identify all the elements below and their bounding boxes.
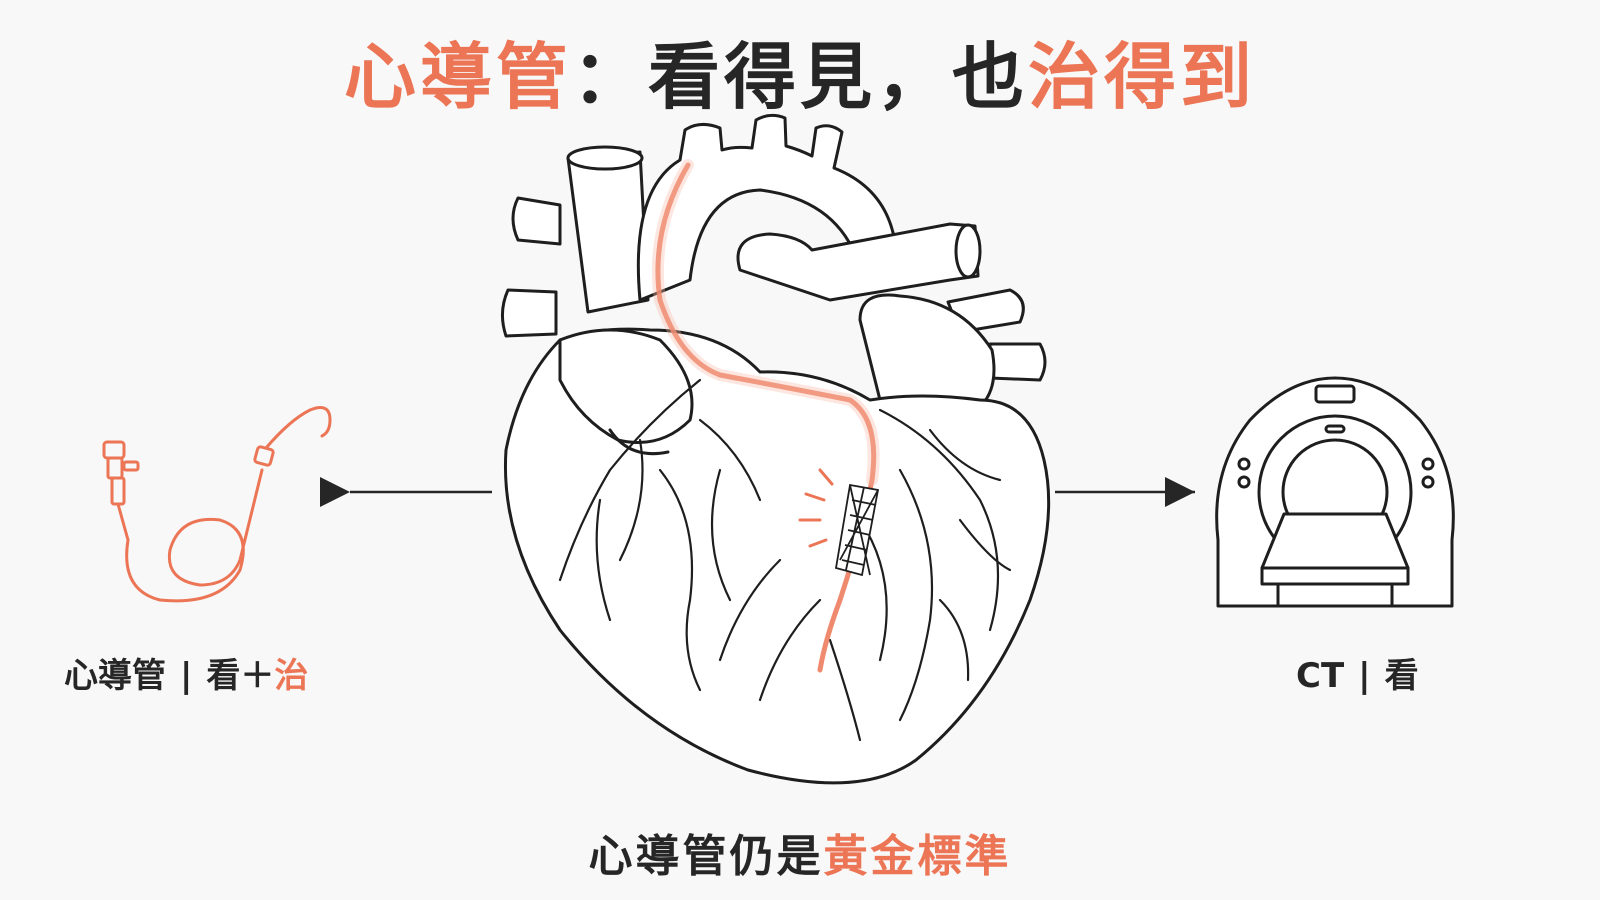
coronary-vessels xyxy=(558,378,1012,742)
bottom-caption: 心導管仍是黃金標準 xyxy=(0,820,1600,884)
title-part-catheter: 心導管 xyxy=(343,35,572,119)
page-title: 心導管：看得見，也治得到 xyxy=(0,18,1600,123)
ct-label: CT | 看 xyxy=(1296,648,1419,697)
catheter-label: 心導管 | 看＋治 xyxy=(64,648,308,697)
catheter-path xyxy=(655,162,877,673)
bottom-caption-plain: 心導管仍是 xyxy=(588,831,824,882)
stent-icon xyxy=(834,483,880,577)
ct-label-name: CT xyxy=(1296,656,1345,696)
catheter-label-treat: 治 xyxy=(274,656,309,696)
title-part-see: 看得見，也 xyxy=(648,35,1029,119)
catheter-label-name: 心導管 xyxy=(64,656,166,696)
heart-icon xyxy=(501,113,1051,785)
stent-highlight-rays xyxy=(798,468,834,548)
title-colon: ： xyxy=(571,35,648,119)
catheter-label-separator: | xyxy=(180,656,193,696)
bottom-caption-highlight: 黃金標準 xyxy=(823,831,1012,882)
title-part-treat: 治得到 xyxy=(1028,35,1257,119)
ct-scanner-icon xyxy=(1215,376,1455,608)
catheter-icon xyxy=(102,406,332,603)
ct-label-see: 看 xyxy=(1384,656,1419,696)
ct-label-separator: | xyxy=(1358,656,1371,696)
catheter-label-see: 看＋ xyxy=(206,656,275,696)
